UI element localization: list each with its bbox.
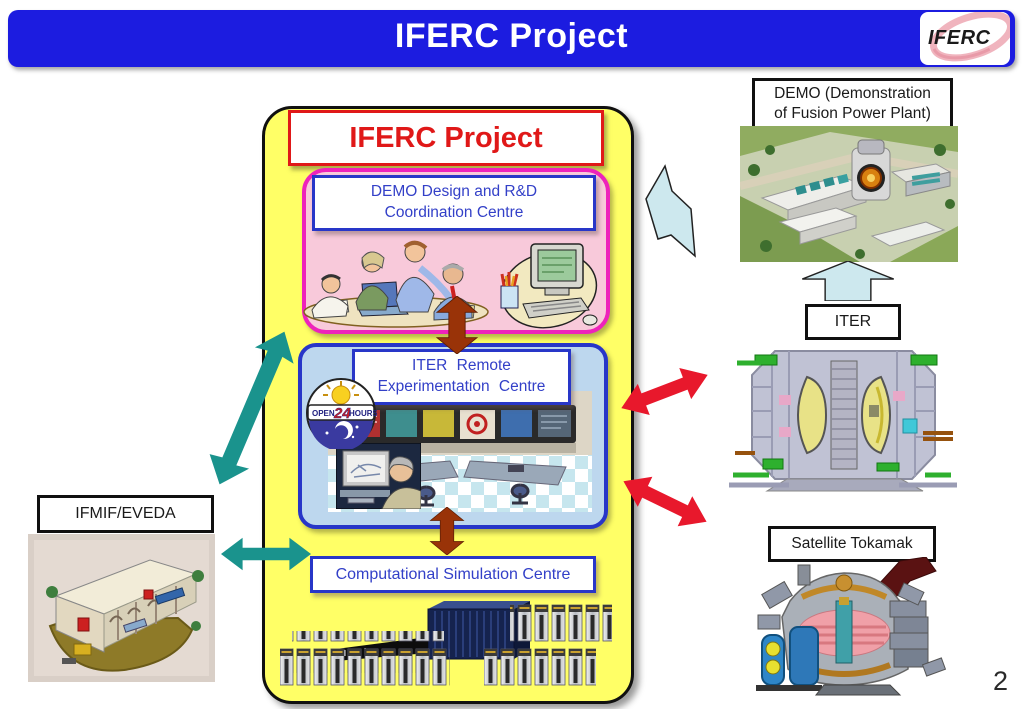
ifmif-eveda-label-text: IFMIF/EVEDA bbox=[75, 504, 176, 522]
double-vertical-arrow-icon bbox=[429, 507, 465, 555]
arrow-ifmif-link-horizontal bbox=[221, 532, 311, 576]
supercomputer-illustration bbox=[280, 601, 612, 691]
arrow-iter-to-demo bbox=[798, 261, 898, 301]
open-24-hours-badge: OPEN 24 HOURS bbox=[305, 377, 379, 451]
panel-title-text: IFERC Project bbox=[349, 121, 543, 154]
demo-design-centre-line1: DEMO Design and R&D bbox=[370, 183, 538, 201]
arrow-panel-to-demo bbox=[637, 157, 699, 263]
desktop-computer-illustration bbox=[500, 243, 598, 329]
arrow-iter-link-lower bbox=[608, 461, 721, 542]
demo-plant-line1: DEMO (Demonstration bbox=[774, 84, 931, 102]
double-vertical-arrow-icon bbox=[209, 331, 294, 485]
zigzag-right-arrow-icon bbox=[645, 164, 696, 258]
demo-design-centre-label: DEMO Design and R&D Coordination Centre bbox=[312, 175, 596, 231]
iter-remote-centre-label: ITER Remote Experimentation Centre bbox=[352, 349, 571, 405]
ifmif-facility-illustration bbox=[28, 534, 215, 682]
iferc-logo-text: IFERC bbox=[928, 27, 991, 49]
arrow-iter-centre-to-csc bbox=[421, 507, 473, 555]
iferc-logo: IFERC bbox=[920, 12, 1010, 65]
iter-remote-centre-line1: ITER Remote bbox=[412, 357, 511, 375]
demo-plant-illustration bbox=[739, 126, 959, 262]
iter-tokamak-cutaway-image bbox=[727, 335, 960, 496]
open-24-hours-badge-icon: OPEN 24 HOURS bbox=[306, 378, 379, 451]
badge-open-text: OPEN bbox=[312, 409, 335, 418]
researcher-at-computer-illustration bbox=[335, 442, 422, 510]
desktop-computer-clipart bbox=[493, 238, 599, 332]
arrow-ifmif-link-diagonal bbox=[198, 323, 305, 494]
demo-plant-label: DEMO (Demonstration of Fusion Power Plan… bbox=[752, 78, 953, 130]
ifmif-facility-cutaway-image bbox=[28, 534, 215, 682]
page-number: 2 bbox=[992, 666, 1008, 696]
satellite-tokamak-label-text: Satellite Tokamak bbox=[791, 534, 913, 552]
demo-plant-line2: of Fusion Power Plant) bbox=[774, 105, 931, 122]
panel-title-box: IFERC Project bbox=[288, 110, 604, 166]
demo-design-centre-line2: Coordination Centre bbox=[384, 204, 524, 221]
demo-fusion-plant-aerial-image bbox=[739, 126, 959, 262]
iter-machine-illustration bbox=[729, 350, 957, 492]
badge-hours-text: HOURS bbox=[349, 409, 377, 418]
satellite-tokamak-cad-image bbox=[740, 556, 948, 700]
badge-24-text: 24 bbox=[333, 405, 351, 422]
iter-remote-centre-line2: Experimentation Centre bbox=[377, 378, 546, 395]
double-horizontal-arrow-icon bbox=[623, 476, 707, 527]
arrow-demo-to-iter-centre bbox=[431, 296, 483, 354]
researcher-at-computer-image bbox=[335, 442, 422, 510]
double-horizontal-arrow-icon bbox=[621, 368, 708, 415]
computational-centre-text: Computational Simulation Centre bbox=[335, 565, 571, 583]
iter-label-text: ITER bbox=[834, 312, 872, 330]
iferc-logo-ellipse-icon bbox=[930, 12, 1010, 62]
page-title: IFERC Project bbox=[394, 17, 629, 55]
iter-label: ITER bbox=[805, 304, 901, 340]
team-meeting-illustration bbox=[303, 240, 489, 328]
double-horizontal-arrow-icon bbox=[221, 537, 311, 571]
double-vertical-arrow-icon bbox=[435, 296, 479, 354]
computational-centre-label: Computational Simulation Centre bbox=[310, 556, 596, 593]
satellite-tokamak-label: Satellite Tokamak bbox=[768, 526, 936, 562]
arrow-iter-link-upper bbox=[610, 356, 719, 427]
header-bar: IFERC Project IFERC bbox=[8, 10, 1015, 67]
satellite-tokamak-illustration bbox=[756, 556, 947, 696]
team-meeting-clipart bbox=[300, 228, 492, 328]
supercomputer-racks-image bbox=[278, 599, 614, 692]
ifmif-eveda-label: IFMIF/EVEDA bbox=[37, 495, 214, 533]
block-up-arrow-icon bbox=[802, 261, 894, 301]
